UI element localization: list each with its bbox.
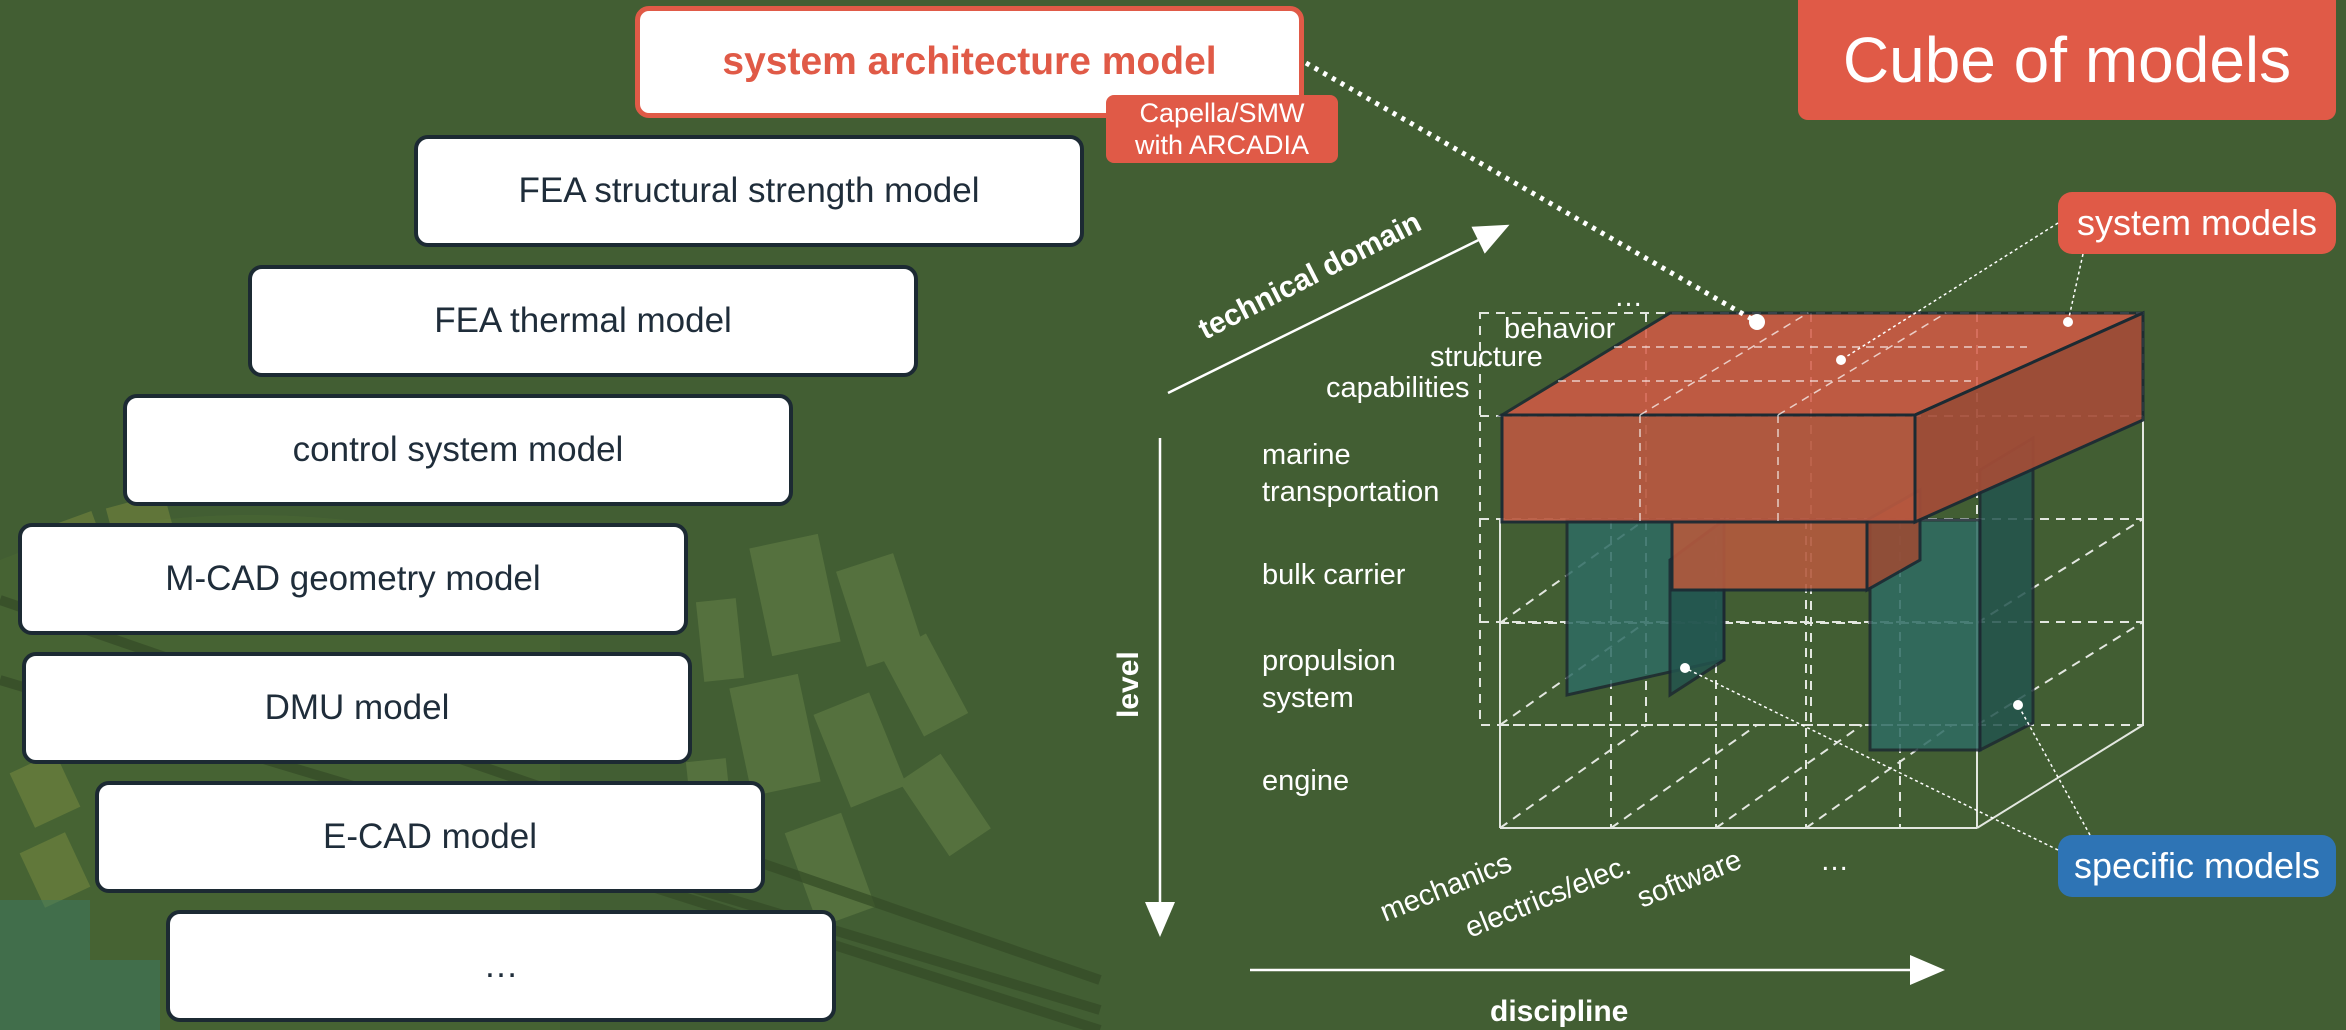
- technical-domain-item: capabilities: [1326, 372, 1469, 404]
- discipline-item: software: [1633, 844, 1747, 915]
- mcad-geometry-model-label: M-CAD geometry model: [165, 559, 541, 598]
- tool-badge-line1: Capella/SMW: [1139, 98, 1305, 128]
- ecad-model-box[interactable]: E-CAD model: [95, 781, 765, 893]
- dmu-model-box[interactable]: DMU model: [22, 652, 692, 764]
- leader-dot: [1749, 314, 1765, 330]
- level-item: marine transportation: [1262, 439, 1439, 508]
- more-models-label: …: [483, 946, 519, 985]
- control-system-model-label: control system model: [292, 430, 624, 469]
- system-models-leaders: [1840, 222, 2084, 361]
- tool-badge-line2: with ARCADIA: [1134, 130, 1310, 160]
- specific-model-column: [1868, 435, 2035, 753]
- system-model-slab-grid: [1558, 312, 2027, 522]
- system-architecture-model-label: system architecture model: [722, 40, 1217, 83]
- specific-models-callout: specific models: [2058, 835, 2336, 897]
- discipline-axis-label: discipline: [1490, 995, 1628, 1028]
- fea-thermal-model-label: FEA thermal model: [434, 301, 732, 340]
- leader-dot: [1836, 355, 1846, 365]
- fea-thermal-model-box[interactable]: FEA thermal model: [248, 265, 918, 377]
- mcad-geometry-model-box[interactable]: M-CAD geometry model: [18, 523, 688, 635]
- page-title: Cube of models: [1798, 0, 2336, 120]
- dmu-model-label: DMU model: [264, 688, 450, 727]
- fea-structural-model-box[interactable]: FEA structural strength model: [414, 135, 1084, 247]
- ecad-model-label: E-CAD model: [323, 817, 537, 856]
- level-item: propulsion system: [1262, 645, 1404, 714]
- system-models-callout: system models: [2058, 192, 2336, 254]
- specific-models-leaders: [1684, 667, 2091, 851]
- leader-dot: [2013, 700, 2023, 710]
- discipline-item: …: [1820, 845, 1849, 877]
- leader-dot: [1680, 663, 1690, 673]
- technical-domain-item: …: [1614, 281, 1643, 313]
- level-item: bulk carrier: [1262, 559, 1406, 591]
- more-models-box[interactable]: …: [166, 910, 836, 1022]
- technical-domain-axis-arrow: [1167, 224, 1510, 395]
- architecture-to-cube-leader: [1304, 60, 1759, 325]
- technical-domain-axis-label: technical domain: [1193, 206, 1426, 347]
- level-item-line: transportation: [1262, 476, 1439, 508]
- level-axis-label: level: [1112, 651, 1145, 718]
- technical-domain-item: behavior: [1504, 313, 1616, 345]
- leader-dot: [2063, 317, 2073, 327]
- level-item-line: marine: [1262, 439, 1351, 471]
- system-model-slab: [1496, 310, 2145, 525]
- technical-domain-item: structure: [1430, 341, 1543, 373]
- fea-structural-model-label: FEA structural strength model: [518, 171, 980, 210]
- level-item: engine: [1262, 765, 1349, 797]
- level-item-line: propulsion: [1262, 645, 1396, 677]
- capella-tool-badge: Capella/SMW with ARCADIA: [1106, 95, 1338, 163]
- level-item-line: system: [1262, 682, 1354, 714]
- control-system-model-box[interactable]: control system model: [123, 394, 793, 506]
